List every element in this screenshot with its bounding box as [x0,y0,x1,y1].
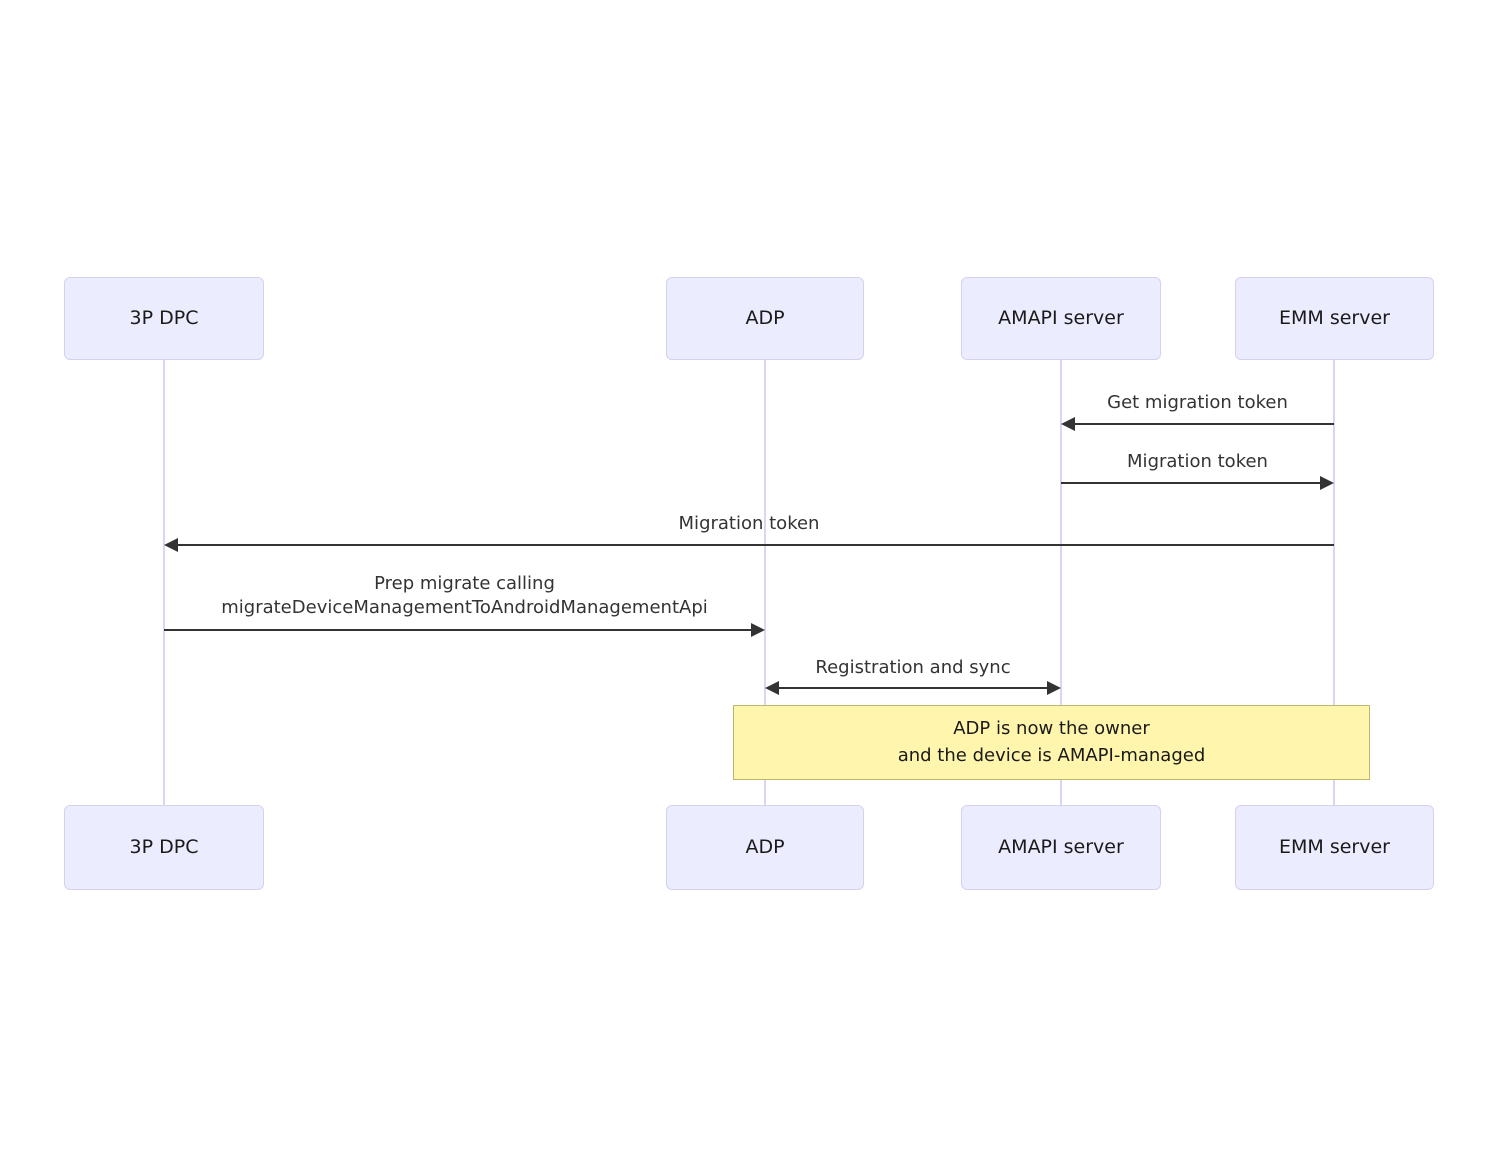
participant-label-emm: EMM server [1279,836,1390,859]
lifeline-dpc [163,360,165,805]
arrowhead-right-m5 [1047,681,1061,695]
note-text-n1: ADP is now the owner and the device is A… [897,718,1206,766]
participant-label-amapi: AMAPI server [998,836,1124,859]
arrowhead-left-m5 [765,681,779,695]
arrowhead-left-m3 [164,538,178,552]
participant-box-bottom-dpc[interactable]: 3P DPC [64,805,264,890]
message-line-m2 [1061,482,1323,484]
lifeline-amapi [1060,360,1062,805]
participant-label-amapi: AMAPI server [998,307,1124,330]
arrowhead-right-m2 [1320,476,1334,490]
participant-label-emm: EMM server [1279,307,1390,330]
participant-label-adp: ADP [745,836,785,859]
message-label-m5: Registration and sync [815,657,1011,678]
participant-label-adp: ADP [745,307,785,330]
participant-label-dpc: 3P DPC [129,307,199,330]
message-line-m3 [175,544,1334,546]
message-line-m1 [1072,423,1334,425]
participant-box-bottom-amapi[interactable]: AMAPI server [961,805,1161,890]
participant-box-top-emm[interactable]: EMM server [1235,277,1434,360]
message-label-m2: Migration token [1127,451,1268,472]
participant-box-top-adp[interactable]: ADP [666,277,864,360]
lifeline-adp [764,360,766,805]
participant-box-top-dpc[interactable]: 3P DPC [64,277,264,360]
message-label-m4: Prep migrate calling migrateDeviceManage… [221,573,708,619]
message-line-m4 [164,629,754,631]
note-n1: ADP is now the owner and the device is A… [733,705,1370,780]
participant-box-top-amapi[interactable]: AMAPI server [961,277,1161,360]
participant-label-dpc: 3P DPC [129,836,199,859]
arrowhead-right-m4 [751,623,765,637]
message-label-m3: Migration token [678,513,820,534]
arrowhead-left-m1 [1061,417,1075,431]
lifeline-emm [1333,360,1335,805]
participant-box-bottom-emm[interactable]: EMM server [1235,805,1434,890]
participant-box-bottom-adp[interactable]: ADP [666,805,864,890]
message-label-m1: Get migration token [1107,392,1288,413]
message-line-m5 [777,687,1049,689]
